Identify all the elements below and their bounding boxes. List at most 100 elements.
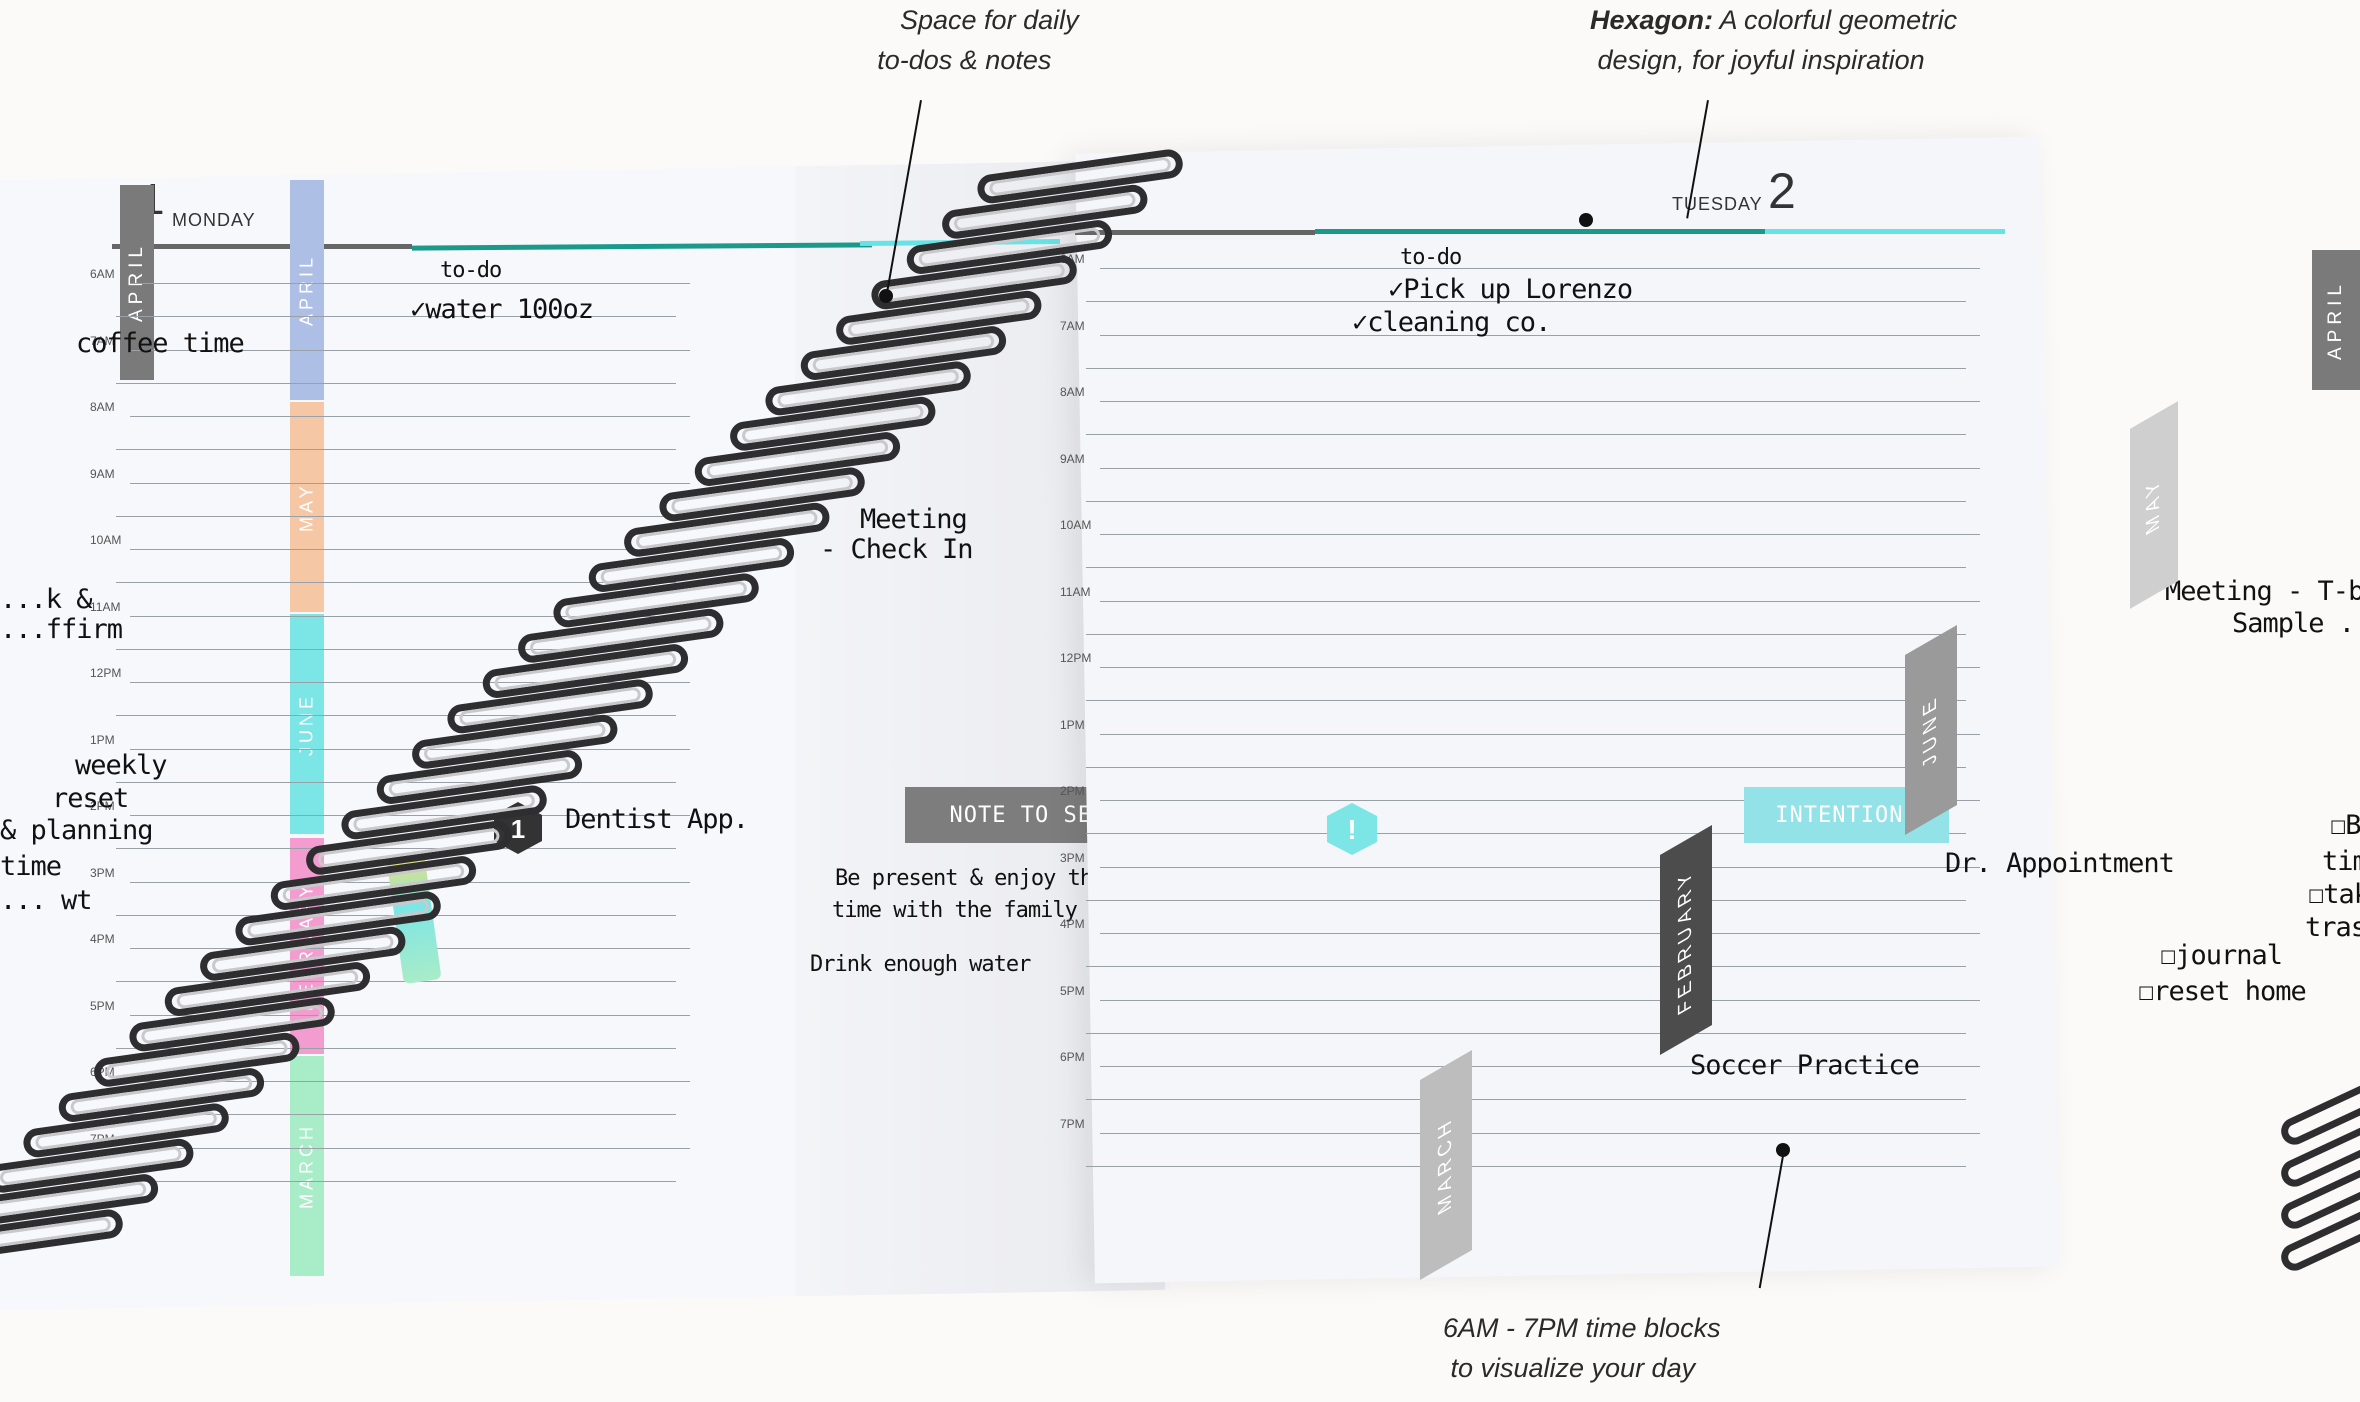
left-time-line [130,615,690,617]
left-time-line [116,715,676,716]
right-time-line [1100,334,1980,336]
spiral-ring-edge [2281,1075,2360,1145]
right-time-line [1100,467,1980,469]
right-time-label: 8AM [1060,385,1085,399]
left-time-line [116,515,676,517]
left-edge-note-1: ...k & [0,584,93,615]
left-time-label: 9AM [90,466,115,481]
right-time-line [1100,1066,1980,1067]
left-time-line [130,549,690,550]
callout-time-line-1: 6AM - 7PM time blocks [1443,1313,1721,1343]
right-header-bar-dark [1665,229,1765,234]
right-time-label: 7AM [1060,318,1085,333]
right-todo-1: ✓Pick up Lorenzo [1388,274,1633,305]
callout-todo-dot [879,289,893,303]
left-weekly-5: ... wt [0,885,93,916]
left-time-label: 6AM [90,267,115,281]
right-header-bar-aqua [1765,229,2005,234]
right-edge-item-4: trash [2305,912,2360,943]
callout-todo: Space for daily to-dos & notes [850,0,1079,80]
right-edge-item-6: ☐reset home [2138,976,2307,1007]
right-todo-2: ✓cleaning co. [1352,307,1551,338]
left-time-line [130,283,690,284]
left-time-label: 7AM [90,333,115,348]
right-time-line [1086,1032,1966,1034]
left-time-label: 11AM [90,599,121,614]
right-time-label: 1PM [1060,717,1085,732]
left-time-line [116,648,676,650]
left-tab-june[interactable]: JUNE [290,614,324,834]
right-time-line [1086,966,1966,967]
left-time-line [130,482,690,484]
hexagon-icon: 1 [494,802,542,854]
left-time-line [116,1180,676,1182]
right-day-label: TUESDAY [1672,194,1763,214]
left-time-label: 4PM [90,932,115,946]
right-time-label: 10AM [1060,518,1092,532]
left-time-line [116,1047,676,1049]
left-weekly-3: & planning [0,815,154,846]
callout-hexagon-rest: A colorful geometric [1713,5,1958,35]
right-entry-meeting-2: Sample ...ckout [2232,608,2360,639]
left-edge-note-2: ...ffirm [0,614,123,645]
left-weekly-1: weekly [75,750,168,781]
left-day-label: MONDAY [172,210,256,230]
left-time-line [130,748,690,750]
left-tab-february[interactable]: FEBRUARY [290,838,324,1054]
left-tab-march[interactable]: MARCH [290,1056,324,1276]
svg-text:1: 1 [511,814,525,844]
right-gray-month-may: MAY [2130,401,2178,609]
left-time-line [130,349,690,351]
right-time-label: 5PM [1060,983,1085,998]
left-todo-water: ✓water 100oz [410,294,594,325]
right-time-line [1100,800,1980,801]
callout-time-blocks: 6AM - 7PM time blocks to visualize your … [1425,1308,1721,1388]
left-time-line [116,848,676,849]
left-time-label: 5PM [90,998,115,1013]
right-header-bar-gray [1075,230,1315,235]
callout-hexagon: Hexagon: A colorful geometric design, fo… [1565,0,1957,80]
callout-hexagon-bold: Hexagon: [1590,5,1714,35]
right-time-label: 7PM [1060,1116,1085,1131]
right-edge-item-2: time [2322,846,2360,877]
right-time-line [1086,766,1966,768]
callout-todo-line-1: Space for daily [900,5,1079,35]
spiral-ring-edge [2281,1201,2360,1271]
right-gray-month-february: FEBRUARY [1660,824,1712,1056]
left-time-line [116,582,676,583]
left-entry-meeting-2: - Check In [820,534,974,565]
left-time-label: 2PM [90,799,115,813]
right-entry-dr: Dr. Appointment [1945,848,2175,879]
right-todo-heading: to-do [1400,245,1462,270]
left-time-line [130,1081,690,1082]
right-time-line [1086,301,1966,302]
left-time-line [116,781,676,783]
left-tab-may[interactable]: MAY [290,402,324,612]
left-time-label: 1PM [90,732,115,747]
right-gray-month-march: MARCH [1420,1049,1472,1281]
right-time-line [1086,700,1966,701]
left-weekly-2: reset [52,783,129,814]
left-time-line [116,1114,676,1115]
left-entry-coffee: coffee time [76,328,245,359]
right-time-label: 6PM [1060,1050,1085,1064]
right-time-label: 11AM [1060,584,1091,599]
left-tab-april[interactable]: APRIL [290,180,324,400]
right-edge-item-3: ☐take out [2308,879,2360,910]
right-time-label: 6AM [1060,252,1085,266]
left-time-label: 12PM [90,666,122,680]
right-time-line [1100,600,1980,602]
left-weekly-4: time [0,851,62,882]
left-time-label: 3PM [90,865,115,880]
left-time-line [130,416,690,417]
right-time-line [1086,633,1966,635]
right-time-line [1086,500,1966,502]
left-time-line [130,1014,690,1016]
right-time-line [1100,866,1980,868]
callout-todo-line-2: to-dos & notes [877,45,1052,75]
left-time-label: 10AM [90,533,122,547]
left-time-label: 6PM [90,1065,115,1079]
right-time-line [1100,268,1980,269]
right-entry-meeting-1: Meeting - T-ball [2165,576,2360,607]
right-time-label: 2PM [1060,784,1085,798]
